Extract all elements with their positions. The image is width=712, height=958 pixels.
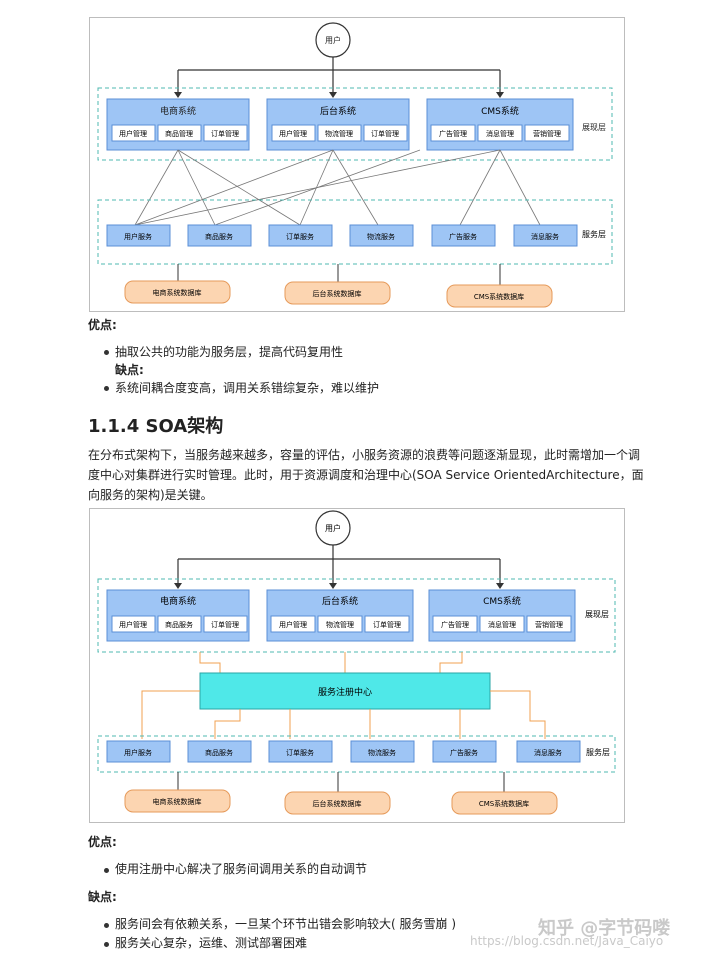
module-label: 消息管理	[488, 620, 516, 629]
module-label: 订单管理	[371, 129, 399, 138]
cons-item-2a: 服务间会有依赖关系，一旦某个环节出错会影响较大( 服务雪崩 )	[115, 917, 456, 931]
registry-lower-links	[141, 690, 546, 739]
module-label: 订单管理	[373, 620, 401, 629]
presentation-layer	[97, 87, 613, 161]
presentation-layer	[97, 578, 616, 653]
service-label: 广告服务	[449, 232, 477, 241]
database-label: 电商系统数据库	[153, 797, 202, 806]
module-label: 用户管理	[279, 129, 307, 138]
service-label: 物流服务	[368, 748, 396, 757]
service-layer-label: 服务层	[586, 747, 610, 757]
service-label: 商品服务	[205, 748, 233, 757]
watermark-url: https://blog.csdn.net/Java_Caiyo	[470, 934, 664, 948]
tangled-connections	[134, 149, 541, 226]
service-registry	[199, 672, 491, 710]
user-label: 用户	[325, 35, 341, 45]
service-label: 用户服务	[124, 232, 152, 241]
cons-item-1: 系统间耦合度变高，调用关系错综复杂，难以维护	[115, 381, 380, 395]
module-label: 广告管理	[439, 129, 467, 138]
cons-item-2b: 服务关心复杂，运维、测试部署困难	[115, 936, 308, 950]
system-cms: CMS系统 广告管理 消息管理 营销管理	[426, 98, 574, 151]
service-layer	[97, 735, 616, 773]
system-title: CMS系统	[483, 595, 521, 607]
service-label: 消息服务	[534, 748, 562, 757]
database-label: CMS系统数据库	[474, 292, 524, 301]
pros-title-2: 优点:	[88, 835, 117, 849]
bullet	[104, 386, 109, 391]
service-label: 用户服务	[124, 748, 152, 757]
database-label: CMS系统数据库	[479, 799, 529, 808]
system-backend: 后台系统 用户管理 物流管理 订单管理	[266, 98, 410, 151]
service-layer-label: 服务层	[582, 229, 606, 239]
services-row: 用户服务 商品服务 订单服务 物流服务 广告服务 消息服务	[106, 740, 581, 763]
diagram-2-frame: 用户 展现层 电商系统 用户管理 商品服务 订单管理 后台系统 用户管理 物流管…	[89, 508, 625, 823]
module-label: 营销管理	[533, 129, 561, 138]
database-label: 后台系统数据库	[313, 799, 362, 808]
module-label: 用户管理	[119, 129, 147, 138]
service-layer	[97, 199, 613, 265]
database-label: 后台系统数据库	[313, 289, 362, 298]
bullet	[104, 868, 109, 873]
module-label: 物流管理	[326, 620, 354, 629]
registry-label: 服务注册中心	[318, 686, 372, 698]
watermark-brand: 知乎 @字节码喽	[538, 918, 671, 939]
system-title: CMS系统	[481, 105, 519, 117]
system-title: 电商系统	[160, 595, 196, 607]
pros-item-2: 使用注册中心解决了服务间调用关系的自动调节	[115, 862, 368, 876]
cons-title-2: 缺点:	[88, 890, 117, 904]
bullet	[104, 942, 109, 947]
module-label: 订单管理	[211, 620, 239, 629]
service-label: 订单服务	[286, 232, 314, 241]
service-label: 消息服务	[531, 232, 559, 241]
user-label: 用户	[325, 523, 341, 533]
registry-upper-links	[199, 652, 463, 673]
section-heading: 1.1.4 SOA架构	[88, 416, 224, 437]
pros-item-1: 抽取公共的功能为服务层，提高代码复用性	[115, 345, 344, 359]
diagram-2: 用户 展现层 电商系统 用户管理 商品服务 订单管理 后台系统 用户管理 物流管…	[97, 510, 616, 815]
service-label: 物流服务	[367, 232, 395, 241]
cons-title-1: 缺点:	[115, 363, 144, 377]
module-label: 用户管理	[119, 620, 147, 629]
system-title: 电商系统	[160, 105, 196, 117]
system-title: 后台系统	[320, 105, 356, 117]
databases-row: 电商系统数据库 后台系统数据库 CMS系统数据库	[124, 280, 553, 308]
module-label: 消息管理	[486, 129, 514, 138]
diagram-1: 用户 展现层 电商系统 用户管理 商品管理 订单管理 后台系统 用户管理 物流管…	[97, 22, 613, 308]
system-ecommerce: 电商系统 用户管理 商品服务 订单管理	[106, 589, 250, 642]
databases-row: 电商系统数据库 后台系统数据库 CMS系统数据库	[124, 789, 558, 815]
presentation-layer-label: 展现层	[585, 610, 609, 619]
presentation-layer-label: 展现层	[582, 123, 606, 132]
pros-title-1: 优点:	[88, 318, 117, 332]
bullet	[104, 350, 109, 355]
service-label: 商品服务	[205, 232, 233, 241]
section-paragraph: 在分布式架构下，当服务越来越多，容量的评估，小服务资源的浪费等问题逐渐显现，此时…	[88, 448, 644, 502]
bullet	[104, 923, 109, 928]
diagram-1-frame: 用户 展现层 电商系统 用户管理 商品管理 订单管理 后台系统 用户管理 物流管…	[89, 17, 625, 312]
system-cms: CMS系统 广告管理 消息管理 营销管理	[428, 589, 576, 642]
module-label: 用户管理	[279, 620, 307, 629]
module-label: 物流管理	[325, 129, 353, 138]
system-ecommerce: 电商系统 用户管理 商品管理 订单管理	[106, 98, 250, 151]
services-row: 用户服务 商品服务 订单服务 物流服务 广告服务 消息服务	[106, 224, 578, 247]
module-label: 营销管理	[535, 620, 563, 629]
module-label: 订单管理	[211, 129, 239, 138]
module-label: 商品管理	[165, 129, 193, 138]
database-label: 电商系统数据库	[153, 288, 202, 297]
module-label: 商品服务	[165, 620, 193, 629]
system-backend: 后台系统 用户管理 物流管理 订单管理	[266, 589, 414, 642]
system-title: 后台系统	[322, 595, 358, 607]
module-label: 广告管理	[441, 620, 469, 629]
service-label: 订单服务	[286, 748, 314, 757]
service-label: 广告服务	[450, 748, 478, 757]
